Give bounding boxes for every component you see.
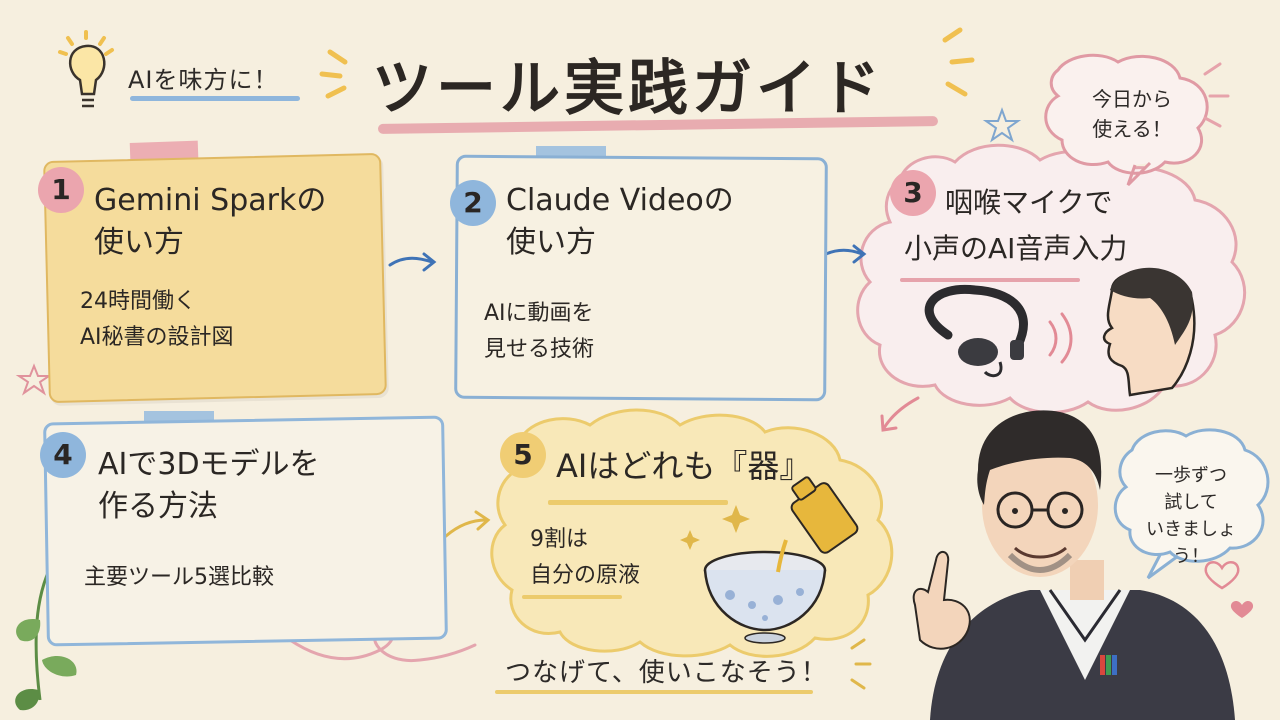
today-bubble <box>1044 53 1209 187</box>
presenter-illustration <box>912 410 1235 720</box>
tagline-underline <box>130 96 300 101</box>
card-subtitle-line: 9割は <box>530 527 588 552</box>
card-subtitle: 主要ツール5選比較 <box>84 560 274 596</box>
throat-mic-icon <box>924 284 1028 378</box>
card-number-badge: 4 <box>40 432 86 478</box>
card-subtitle: AIに動画を 見せる技術 <box>484 296 594 368</box>
card-title: 小声のAI音声入力 <box>904 228 1127 270</box>
profile-face-illustration <box>1102 267 1196 397</box>
card-title: AIで3Dモデルを 作る方法 <box>98 444 320 528</box>
liquid-stream <box>776 539 788 573</box>
card-subtitle: 9割は 自分の原液 <box>530 522 640 594</box>
bottle-icon <box>790 476 859 554</box>
card-title-line: AIはどれも『器』 <box>556 447 812 485</box>
today-bubble-text: 今日から 使える！ <box>1072 84 1192 144</box>
card-title-line: 使い方 <box>506 225 596 260</box>
sparkle-icon <box>680 505 750 550</box>
sound-wave-icon <box>1048 312 1073 364</box>
card-title-line: 小声のAI音声入力 <box>904 232 1128 265</box>
card-title: 咽喉マイクで <box>945 182 1112 224</box>
title-sparkle-right <box>942 27 975 97</box>
card-subtitle: 24時間働く AI秘書の設計図 <box>80 284 234 356</box>
arrow-icon <box>880 396 920 432</box>
footer-slogan: つなげて、使いこなそう！ <box>505 658 828 688</box>
today-bubble-line: 今日から <box>1092 87 1172 111</box>
star-icon <box>982 107 1022 143</box>
sparkle-strokes <box>850 638 872 690</box>
title-underline-card3 <box>900 278 1080 282</box>
title-sparkle-left <box>319 49 348 99</box>
card-title-line: Claude Videoの <box>506 183 734 218</box>
speech-bubble-line: いきましょう！ <box>1146 519 1236 567</box>
card-title: AIはどれも『器』 <box>556 445 811 487</box>
heart-icon <box>1230 600 1254 618</box>
card-subtitle-line: 24時間働く <box>80 289 196 314</box>
card-number-badge: 5 <box>500 432 546 478</box>
speech-bubble-line: 試して <box>1164 492 1218 513</box>
card-title: Gemini Sparkの 使い方 <box>94 180 326 264</box>
bowl-icon <box>703 550 827 644</box>
card-number-badge: 3 <box>890 170 936 216</box>
card-title-line: 咽喉マイクで <box>945 186 1113 219</box>
card-title-line: 使い方 <box>94 225 184 260</box>
speech-bubble-text: 一歩ずつ 試して いきましょう！ <box>1132 462 1250 570</box>
title-underline-card5 <box>548 500 728 505</box>
footer-underline <box>495 690 813 694</box>
tagline: AIを味方に！ <box>128 66 279 94</box>
page-title: ツール実践ガイド <box>372 54 884 124</box>
star-icon <box>15 363 53 396</box>
card-number-badge: 1 <box>38 167 84 213</box>
card-subtitle-line: AI秘書の設計図 <box>80 325 234 350</box>
card-subtitle-line: 自分の原液 <box>530 563 641 588</box>
sub-underline-card5 <box>522 595 622 599</box>
card-title-line: 作る方法 <box>98 489 218 524</box>
heart-icon <box>1204 560 1240 590</box>
card-subtitle-line: 主要ツール5選比較 <box>84 565 274 590</box>
speech-bubble-line: 一歩ずつ <box>1155 465 1227 486</box>
card-subtitle-line: 見せる技術 <box>484 337 595 362</box>
sparkle-strokes <box>1203 62 1230 128</box>
card-title-line: Gemini Sparkの <box>94 183 327 218</box>
today-bubble-line: 使える！ <box>1092 117 1172 141</box>
arrow-icon <box>388 252 437 272</box>
card-number-badge: 2 <box>450 180 496 226</box>
card-title: Claude Videoの 使い方 <box>506 180 734 264</box>
speech-bubble <box>1113 428 1270 580</box>
arrow-icon <box>444 510 491 538</box>
card-subtitle-line: AIに動画を <box>484 301 594 326</box>
lightbulb-icon <box>58 30 114 108</box>
card-title-line: AIで3Dモデルを <box>98 447 320 482</box>
arrow-icon <box>824 244 867 264</box>
